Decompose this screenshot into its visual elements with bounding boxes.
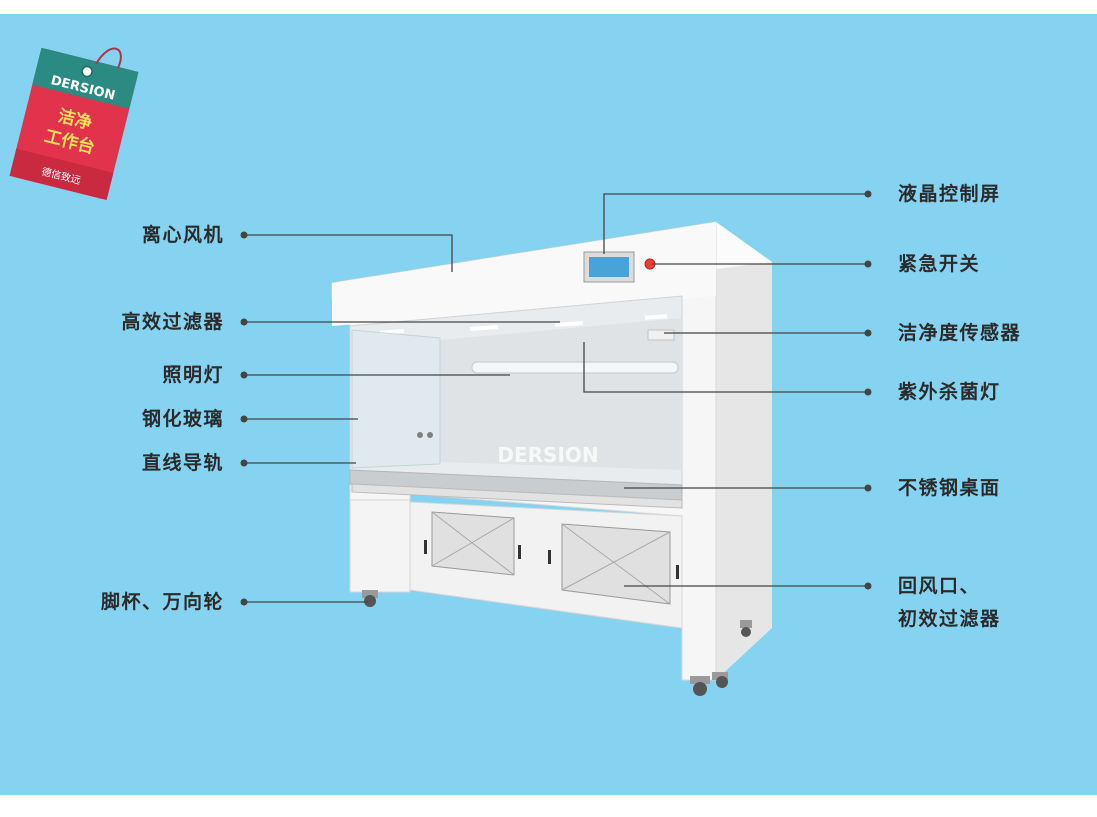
socket-icon: [417, 432, 423, 438]
label-cleanliness-sensor: 洁净度传感器: [898, 322, 1022, 344]
brand-tag: DERSION 洁净 工作台 德信致远: [9, 47, 139, 201]
sensor-device: [647, 329, 675, 341]
label-lcd-screen: 液晶控制屏: [898, 183, 1001, 205]
watermark: DERSION: [497, 443, 598, 467]
callout-lines: [244, 193, 868, 603]
label-emergency-switch: 紧急开关: [898, 253, 981, 275]
return-air-grille: [431, 511, 671, 605]
socket-icon: [427, 432, 433, 438]
caster-icon: [362, 590, 752, 696]
linear-rail: [351, 483, 683, 509]
label-hepa-filter: 高效过滤器: [121, 311, 224, 333]
ceiling-light-icon: [469, 325, 499, 331]
lamp-tube: [471, 361, 679, 374]
door-handle-icon: [424, 540, 427, 554]
label-stainless-top: 不锈钢桌面: [898, 477, 1001, 499]
label-tempered-glass: 钢化玻璃: [141, 408, 224, 430]
clean-bench: DERSION: [331, 221, 772, 696]
label-casters: 脚杯、万向轮: [100, 591, 224, 613]
tag-hole-icon: [81, 65, 93, 78]
label-lighting: 照明灯: [162, 364, 224, 386]
cabinet-side: [716, 222, 772, 680]
callout-dots: [240, 190, 872, 606]
door-handle-icon: [548, 550, 551, 564]
tag-string: [95, 47, 122, 69]
door-handle-icon: [518, 545, 521, 559]
chamber-back-wall: [440, 318, 682, 470]
ceiling-light-icon: [554, 321, 584, 327]
glass-panel: [351, 329, 441, 469]
lcd-display: [589, 257, 629, 277]
label-return-air-line1: 回风口、: [898, 575, 981, 597]
tag-header: [32, 47, 139, 109]
tag-footer-band: [9, 148, 114, 201]
label-uv-lamp: 紫外杀菌灯: [898, 381, 1001, 403]
left-leg: [349, 499, 411, 593]
door-handle-icon: [676, 565, 679, 579]
label-linear-rail: 直线导轨: [141, 452, 224, 474]
cabinet-header: [332, 222, 716, 326]
ceiling-light-icon: [644, 314, 668, 320]
label-return-air-line2: 初效过滤器: [898, 608, 1001, 630]
label-centrifugal-fan: 离心风机: [141, 224, 224, 246]
